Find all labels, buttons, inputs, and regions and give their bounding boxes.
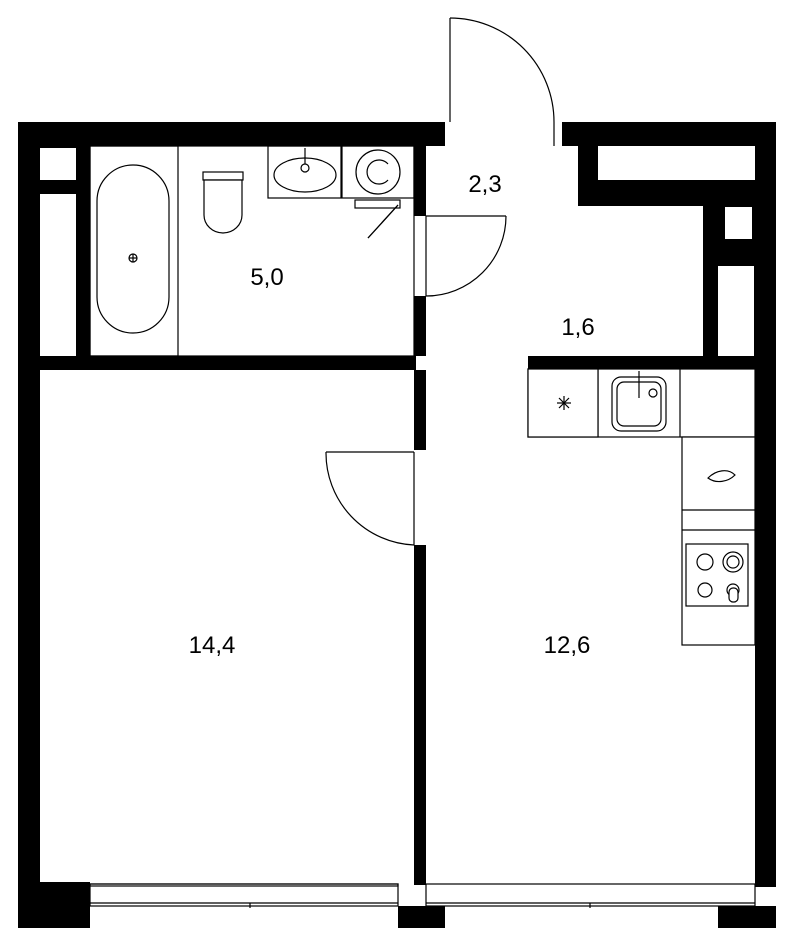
room-area-kitchen-living: 12,6 bbox=[544, 632, 591, 659]
toilet bbox=[202, 171, 244, 234]
washing-machine bbox=[341, 145, 415, 239]
left-shaft bbox=[40, 146, 90, 360]
bathroom-outline bbox=[89, 145, 415, 357]
kitchen-sink bbox=[611, 371, 667, 432]
ventilation-shaft bbox=[578, 146, 755, 360]
windows bbox=[89, 883, 756, 908]
dishwasher bbox=[707, 470, 736, 483]
washbasin bbox=[267, 145, 342, 199]
exterior-walls bbox=[18, 122, 776, 928]
refrigerator bbox=[527, 368, 599, 438]
entrance-door bbox=[449, 17, 555, 146]
room-area-bathroom: 5,0 bbox=[250, 264, 283, 291]
bathroom-door bbox=[425, 215, 507, 297]
room-area-vestibule: 2,3 bbox=[468, 171, 501, 198]
interior-walls bbox=[18, 146, 776, 885]
bathtub bbox=[89, 145, 179, 357]
room-area-bedroom: 14,4 bbox=[189, 632, 236, 659]
stove bbox=[685, 543, 749, 607]
bedroom-door bbox=[325, 451, 415, 546]
room-area-hallway: 1,6 bbox=[561, 314, 594, 341]
